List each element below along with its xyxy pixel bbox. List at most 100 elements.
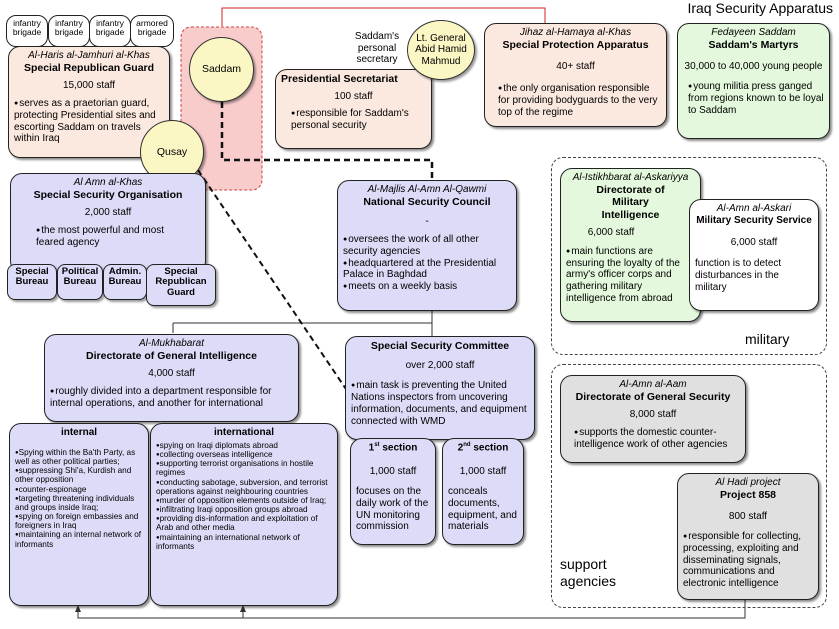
mss-text: function is to detect disturbances in th… [695, 258, 782, 293]
nsc-arabic: Al-Majlis Al-Amn Al-Qawmi [367, 184, 487, 195]
list-item: maintaining an international network of … [156, 533, 332, 551]
internal-title: internal [60, 427, 98, 438]
international-list: spying on Iraqi diplomats abroad collect… [156, 441, 332, 551]
section-2-box: 2nd section 1,000 staff conceals documen… [442, 438, 524, 545]
spa-name: Special Protection Apparatus [502, 38, 649, 51]
pres-sec-box: Presidential Secretariat 100 staff respo… [275, 69, 432, 149]
spa-staff: 40+ staff [556, 61, 595, 73]
section-1-box: 1st section 1,000 staff focuses on the d… [350, 438, 436, 545]
section-1-title: 1st section [368, 442, 418, 454]
section-1-text: focuses on the daily work of the UN moni… [356, 485, 429, 533]
mss-staff: 6,000 staff [730, 236, 778, 248]
qusay-ssc-link [197, 169, 351, 396]
dgs-arabic: Al-Amn al-Aam [619, 379, 687, 390]
pres-sec-bullet: responsible for Saddam's personal securi… [281, 108, 426, 132]
nsc-bullet: oversees the work of all other security … [343, 234, 511, 258]
list-item: spying on Iraqi diplomats abroad [156, 441, 332, 450]
list-item: spying on foreign embassies and foreigne… [15, 512, 143, 530]
sso-name: Special Security Organisation [33, 188, 183, 201]
dmi-arabic: Al-Istikhbarat al-Askariyya [572, 172, 689, 183]
list-item: counter-espionage [15, 485, 143, 494]
p858-name: Project 858 [719, 488, 777, 501]
srg-box: Al-Haris al-Jamhuri al-Khas Special Repu… [8, 46, 170, 158]
srg-staff: 15,000 staff [62, 80, 116, 92]
internal-list: Spying within the Ba'th Party, as well a… [15, 448, 143, 549]
list-item: conducting sabotage, subversion, and ter… [156, 478, 332, 496]
p858-box: Al Hadi project Project 858 800 staff re… [677, 473, 819, 600]
dgs-staff: 8,000 staff [629, 409, 677, 421]
section-2-staff: 1,000 staff [459, 466, 507, 478]
brigade-pill: infantry brigade [6, 15, 48, 47]
pres-sec-name: Presidential Secretariat [281, 73, 398, 85]
international-title: international [213, 427, 274, 438]
sso-unit: Admin. Bureau [103, 264, 147, 300]
nsc-dash: - [425, 216, 429, 228]
dgs-name: Directorate of General Security [575, 390, 731, 403]
saddam-circle: Saddam [189, 37, 254, 102]
fedayeen-arabic: Fedayeen Saddam [711, 27, 796, 38]
list-item: maintaining an internal network of infor… [15, 530, 143, 548]
secretary-label: Saddam's personal secretary [354, 31, 400, 65]
list-item: murder of opposition elements outside of… [156, 496, 332, 505]
list-item: suppressing Shi'a, Kurdish and other opp… [15, 466, 143, 484]
list-item: collecting overseas intelligence [156, 450, 332, 459]
dgi-bullet: roughly divided into a department respon… [50, 386, 293, 410]
sso-arabic: Al Amn al-Khas [73, 177, 143, 188]
mss-box: Al-Amn al-Askari Military Security Servi… [689, 199, 819, 311]
dgs-bullet: supports the domestic counter-intelligen… [566, 427, 740, 451]
section-2-text: conceals documents, equipment, and mater… [448, 485, 517, 533]
dmi-name: Directorate of Military Intelligence [596, 183, 665, 221]
list-item: supporting terrorist organisations in ho… [156, 459, 332, 477]
sso-box: Al Amn al-Khas Special Security Organisa… [10, 173, 206, 273]
spa-box: Jihaz al-Hamaya al-Khas Special Protecti… [484, 23, 667, 127]
brigade-pill: infantry brigade [89, 15, 131, 47]
international-box: international spying on Iraqi diplomats … [150, 423, 338, 606]
ssc-bullet: main task is preventing the United Natio… [351, 380, 529, 427]
list-item: providing dis-information and exploitati… [156, 514, 332, 532]
fedayeen-staff: 30,000 to 40,000 young people [684, 61, 823, 73]
fedayeen-name: Saddam's Martyrs [708, 38, 799, 51]
spa-bullet: the only organisation responsible for pr… [490, 83, 661, 118]
support-region [551, 364, 827, 608]
sso-unit: Political Bureau [57, 264, 103, 300]
sso-unit: Special Bureau [7, 264, 57, 300]
page-title: Iraq Security Apparatus [687, 0, 833, 16]
mss-name: Military Security Service [696, 214, 812, 226]
dgi-arabic: Al-Mukhabarat [138, 338, 205, 349]
sso-bullet: the most powerful and most feared agency [16, 225, 166, 249]
brigade-pill: armored brigade [130, 15, 174, 47]
military-label: military [745, 331, 790, 347]
spa-arabic: Jihaz al-Hamaya al-Khas [519, 27, 632, 38]
p858-bullet: responsible for collecting, processing, … [683, 531, 813, 590]
section-2-title: 2nd section [457, 442, 509, 454]
support-label: support agencies [560, 556, 617, 589]
list-item: targeting threatening individuals and gr… [15, 494, 143, 512]
section-1-staff: 1,000 staff [369, 466, 417, 478]
p858-arabic: Al Hadi project [715, 477, 781, 488]
saddam-nsc-link [220, 102, 434, 180]
secretary-circle: Lt. General Abid Hamid Mahmud [407, 20, 475, 80]
nsc-name: National Security Council [363, 195, 491, 208]
fedayeen-bullet: young militia press ganged from regions … [683, 81, 824, 116]
dgs-box: Al-Amn al-Aam Directorate of General Sec… [560, 375, 746, 463]
dgi-box: Al-Mukhabarat Directorate of General Int… [44, 334, 299, 422]
fedayeen-box: Fedayeen Saddam Saddam's Martyrs 30,000 … [677, 23, 830, 139]
srg-name: Special Republican Guard [23, 61, 155, 74]
pres-sec-staff: 100 staff [334, 91, 373, 103]
list-item: Spying within the Ba'th Party, as well a… [15, 448, 143, 466]
sso-staff: 2,000 staff [84, 207, 132, 219]
srg-arabic: Al-Haris al-Jamhuri al-Khas [28, 50, 150, 61]
ssc-box: Special Security Committee over 2,000 st… [345, 336, 535, 440]
dmi-staff: 6,000 staff [587, 226, 635, 238]
dgi-staff: 4,000 staff [148, 368, 195, 380]
military-region [551, 157, 827, 355]
nsc-bullet: meets on a weekly basis [343, 281, 511, 293]
dmi-bullet: main functions are ensuring the loyalty … [566, 246, 684, 305]
mss-arabic: Al-Amn al-Askari [716, 203, 792, 214]
red-link [221, 7, 546, 26]
list-item: infiltrating Iraqi opposition groups abr… [156, 505, 332, 514]
ssc-name: Special Security Committee [370, 340, 510, 352]
internal-box: internal Spying within the Ba'th Party, … [9, 423, 149, 606]
srg-bullet: serves as a praetorian guard, protecting… [14, 98, 164, 145]
dmi-box: Al-Istikhbarat al-Askariyya Directorate … [560, 168, 701, 322]
